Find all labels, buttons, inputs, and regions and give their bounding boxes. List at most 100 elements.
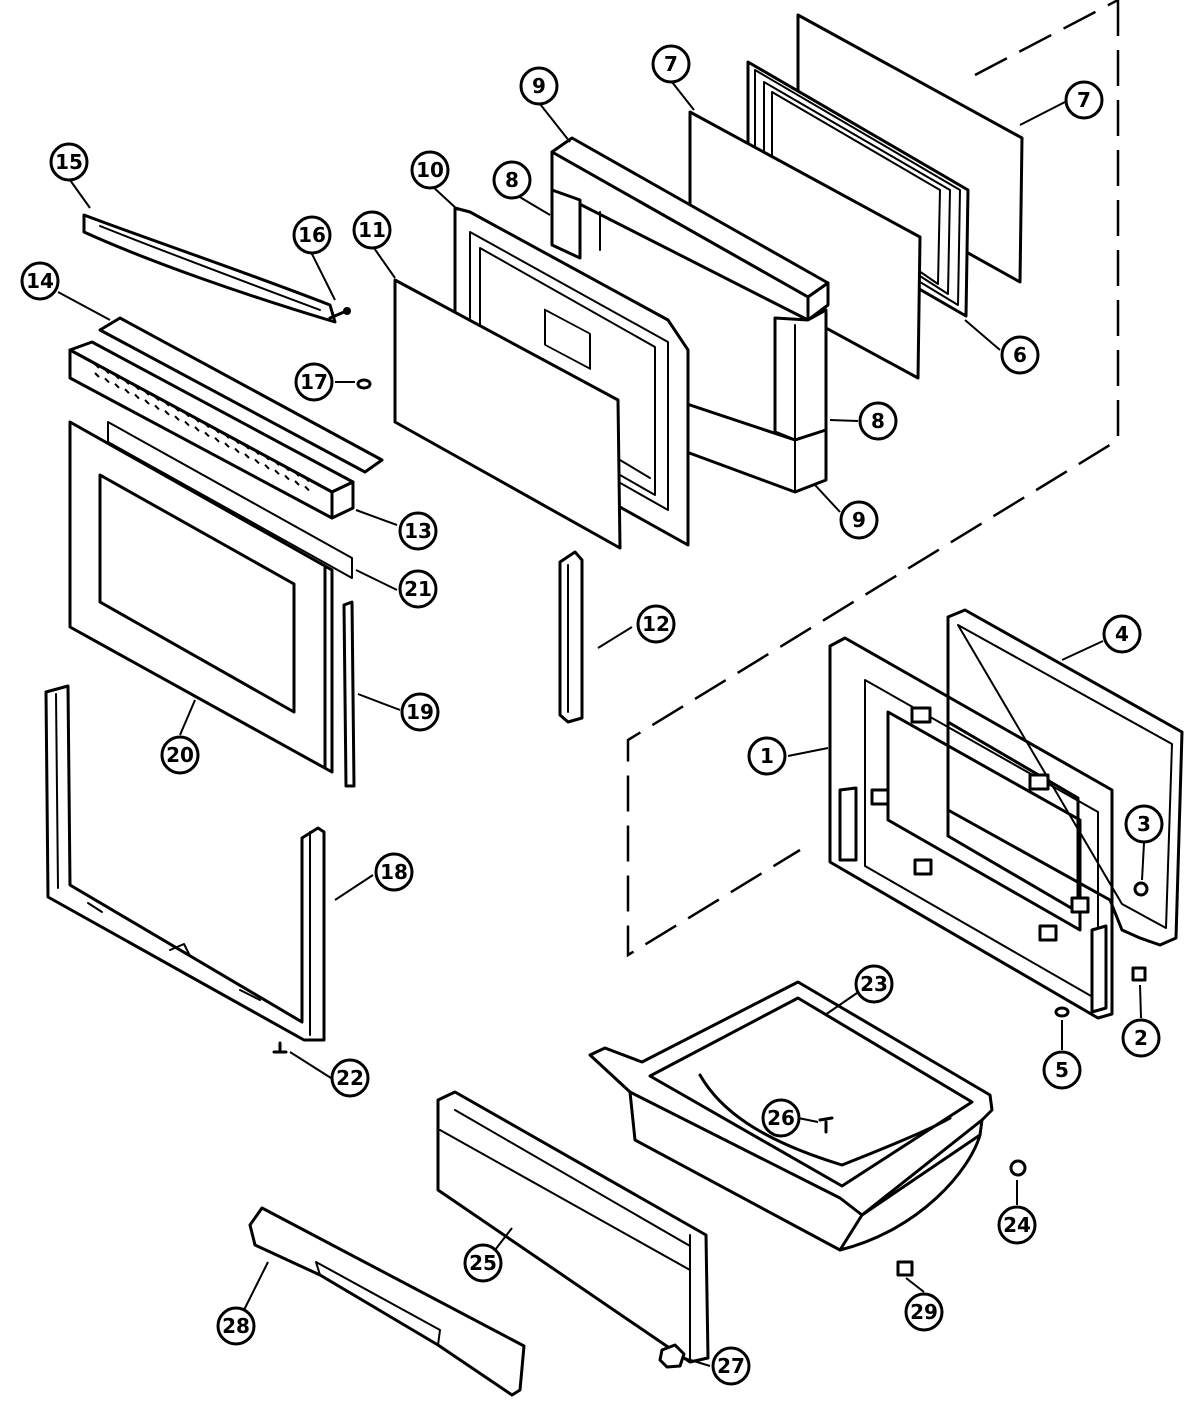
vent-slot xyxy=(254,449,260,456)
vent-slot xyxy=(144,399,150,405)
svg-text:27: 27 xyxy=(717,1354,745,1378)
vent-slot xyxy=(264,455,270,461)
vent-slot xyxy=(294,471,300,477)
callout-24: 24 xyxy=(997,1205,1037,1245)
callout-26: 26 xyxy=(761,1098,801,1138)
callout-2: 2 xyxy=(1121,1018,1161,1058)
callout-4: 4 xyxy=(1102,614,1142,654)
callout-8-right: 8 xyxy=(858,401,898,441)
vent-slot xyxy=(114,374,120,380)
part-4-gasket xyxy=(946,608,1184,947)
svg-text:17: 17 xyxy=(300,370,328,394)
svg-text:7: 7 xyxy=(1077,88,1091,112)
part-20-outer-door xyxy=(68,420,334,774)
vent-slot xyxy=(204,422,210,429)
svg-text:9: 9 xyxy=(852,508,866,532)
svg-text:2: 2 xyxy=(1134,1026,1148,1050)
part-11-door-glass xyxy=(393,278,622,550)
callout-20: 20 xyxy=(160,735,200,775)
svg-text:11: 11 xyxy=(358,218,386,242)
svg-text:7: 7 xyxy=(664,52,678,76)
vent-slot xyxy=(284,474,290,481)
part-12-hinge-channel xyxy=(558,550,584,724)
callout-28: 28 xyxy=(216,1306,256,1346)
part-1-liner-frame xyxy=(828,636,1114,1020)
vent-slot xyxy=(114,383,120,389)
vent-slot xyxy=(184,411,190,418)
vent-slot xyxy=(244,453,250,459)
svg-text:18: 18 xyxy=(380,860,408,884)
vent-slot xyxy=(234,447,240,454)
callout-14: 14 xyxy=(20,261,60,301)
svg-text:26: 26 xyxy=(767,1106,795,1130)
svg-text:6: 6 xyxy=(1013,343,1027,367)
callout-11: 11 xyxy=(352,210,392,250)
vent-slot xyxy=(164,410,170,416)
part-28-kick-panel xyxy=(248,1206,526,1397)
part-25-drawer-front xyxy=(436,1090,710,1364)
callout-9-bottom: 9 xyxy=(839,500,879,540)
vent-slot xyxy=(274,469,280,475)
vent-slot xyxy=(234,438,240,445)
vent-slot xyxy=(224,442,230,448)
callout-19: 19 xyxy=(400,692,440,732)
vent-slot xyxy=(204,431,210,438)
part-13-vent-panel xyxy=(68,340,355,520)
part-9-insulation-top xyxy=(550,136,830,322)
callout-7-top: 7 xyxy=(651,44,691,84)
callout-16: 16 xyxy=(292,215,332,255)
part-5-clip xyxy=(1054,1006,1070,1018)
callout-13: 13 xyxy=(398,511,438,551)
vent-slot xyxy=(144,390,150,396)
svg-text:9: 9 xyxy=(532,74,546,98)
vent-slot xyxy=(104,377,110,384)
callout-17: 17 xyxy=(294,362,334,402)
part-23-drawer-pan xyxy=(588,980,994,1252)
vent-slot xyxy=(244,444,250,450)
vent-slot xyxy=(284,465,290,472)
callout-9-top: 9 xyxy=(519,66,559,106)
vent-slot xyxy=(124,379,130,385)
svg-text:29: 29 xyxy=(910,1300,938,1324)
part-16-screw xyxy=(328,307,351,320)
part-15-door-handle xyxy=(82,213,337,324)
vent-slot xyxy=(304,476,310,483)
callout-10: 10 xyxy=(410,150,450,190)
svg-text:28: 28 xyxy=(222,1314,250,1338)
svg-text:5: 5 xyxy=(1055,1058,1069,1082)
callout-7-right: 7 xyxy=(1064,80,1104,120)
vent-slot xyxy=(214,428,220,434)
leader-lines xyxy=(57,81,1145,1367)
svg-text:21: 21 xyxy=(404,577,432,601)
svg-text:8: 8 xyxy=(871,409,885,433)
svg-text:14: 14 xyxy=(26,269,54,293)
svg-text:10: 10 xyxy=(416,158,444,182)
vent-slot xyxy=(174,415,180,421)
vent-slot xyxy=(224,433,230,439)
vent-slot xyxy=(154,404,160,411)
svg-text:25: 25 xyxy=(469,1251,497,1275)
vent-slot xyxy=(294,480,300,486)
svg-text:22: 22 xyxy=(336,1066,364,1090)
callout-18: 18 xyxy=(374,852,414,892)
callout-1: 1 xyxy=(747,736,787,776)
svg-text:20: 20 xyxy=(166,743,194,767)
part-8-insulation-side-left xyxy=(550,188,601,260)
vent-slot xyxy=(154,395,160,402)
vent-slot xyxy=(254,458,260,465)
callout-8-top: 8 xyxy=(492,160,532,200)
part-26-screw xyxy=(818,1116,834,1134)
part-22-screw xyxy=(272,1041,288,1054)
svg-text:24: 24 xyxy=(1003,1213,1031,1237)
part-27-nut xyxy=(658,1343,686,1369)
svg-text:13: 13 xyxy=(404,519,432,543)
callout-5: 5 xyxy=(1042,1050,1082,1090)
svg-text:8: 8 xyxy=(505,168,519,192)
vent-slot xyxy=(264,464,270,470)
vent-slot xyxy=(214,437,220,443)
callout-29: 29 xyxy=(904,1292,944,1332)
svg-text:16: 16 xyxy=(298,223,326,247)
vent-slot xyxy=(194,417,200,423)
vent-slot xyxy=(184,420,190,427)
